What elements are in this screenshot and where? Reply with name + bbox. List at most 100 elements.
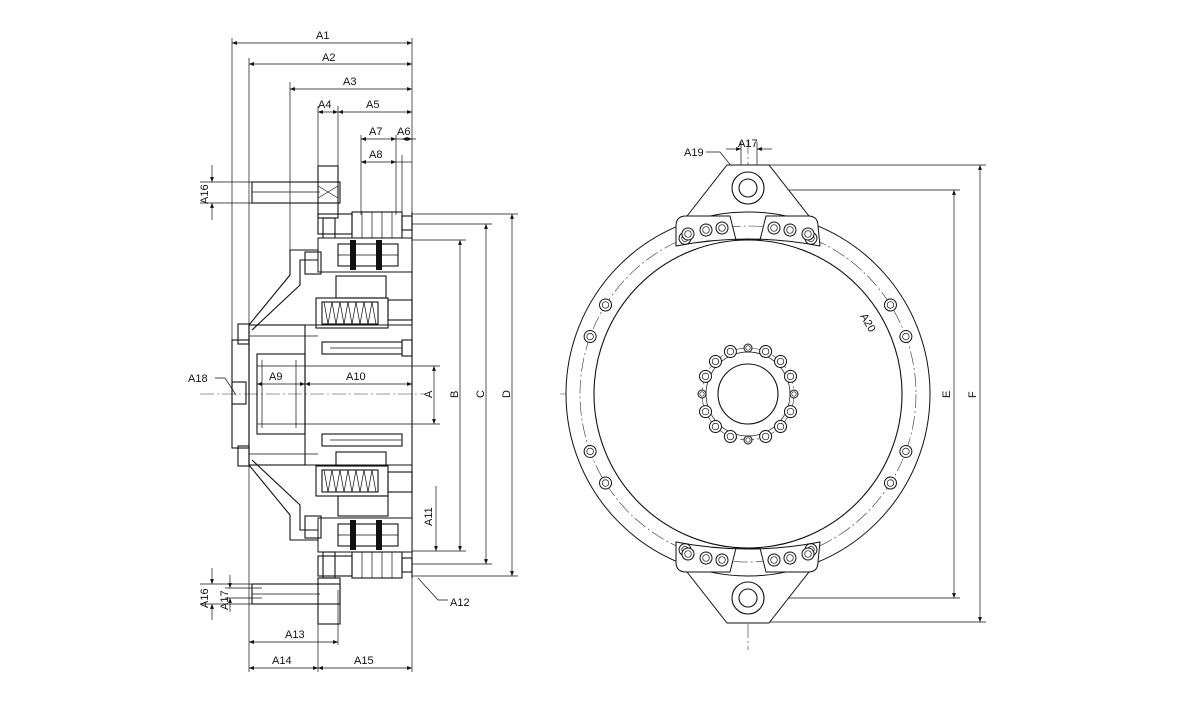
ring-bolt — [599, 476, 613, 490]
label-b: B — [449, 391, 461, 398]
pad-bolt — [715, 221, 729, 235]
ring-bolt-inner — [586, 332, 594, 341]
hub-bolt-inner — [786, 407, 795, 416]
hub-bolt — [743, 435, 753, 445]
label-a14: A14 — [272, 655, 292, 667]
side-labels: A1 A2 A3 A4 A5 A7 A6 A8 A9 A10 A18 A12 A… — [188, 30, 513, 667]
hub-bolt-inner — [745, 437, 751, 443]
hub-bolt — [759, 345, 773, 359]
label-a16-top: A16 — [199, 184, 211, 204]
pad-bolt — [681, 547, 695, 561]
ring-bolt-inner — [601, 301, 610, 309]
hub-bolt-inner — [745, 345, 751, 351]
hub-bolt — [723, 345, 737, 359]
label-a3: A3 — [343, 76, 356, 88]
front-lugs — [678, 164, 818, 624]
label-a12: A12 — [450, 597, 470, 609]
label-a17: A17 — [738, 138, 758, 150]
label-a13: A13 — [285, 629, 305, 641]
ring-bolt — [583, 330, 597, 344]
hub-bolt-inner — [726, 347, 735, 356]
pad-bolt — [767, 553, 781, 567]
label-a11: A11 — [423, 507, 435, 526]
hub-bolt — [723, 429, 737, 443]
ring-bolt-inner — [886, 479, 895, 487]
label-e: E — [941, 391, 953, 398]
pad-bolt-inner — [770, 556, 778, 564]
hub-bolt-inner — [699, 391, 705, 397]
label-a19: A19 — [684, 147, 704, 159]
ring-bolt-inner — [886, 301, 895, 309]
hub-bolt-inner — [701, 372, 710, 381]
label-f: F — [967, 391, 979, 398]
pad-bolt — [681, 227, 695, 241]
label-a: A — [423, 390, 435, 398]
label-c: C — [475, 390, 487, 398]
side-bottom-assembly — [251, 433, 413, 625]
bolt-circle — [579, 225, 917, 563]
ring-bolt — [583, 444, 597, 458]
pad-bolt-inner — [702, 226, 710, 234]
ring-bolt — [883, 298, 897, 312]
front-bolts — [583, 221, 913, 567]
pad-bolt — [801, 227, 815, 241]
hub-bolt — [759, 429, 773, 443]
pad-bolt-inner — [718, 556, 726, 564]
hub-bolt — [697, 389, 707, 399]
ring-bolt-inner — [902, 447, 910, 456]
ring-bolt — [899, 330, 913, 344]
hub-bolt — [708, 354, 722, 368]
label-a8: A8 — [369, 149, 382, 161]
label-a6: A6 — [397, 126, 410, 138]
pad-bolt — [699, 223, 713, 237]
pad-bolt-inner — [718, 224, 726, 232]
label-a10: A10 — [346, 371, 366, 383]
outer-ring — [565, 211, 931, 577]
hub-bolt — [743, 343, 753, 353]
label-a7: A7 — [369, 126, 382, 138]
hub-bolt — [699, 369, 713, 383]
hub-bolt-inner — [776, 422, 785, 431]
label-a17-side: A17 — [219, 590, 231, 610]
hub-bolt-inner — [761, 432, 770, 441]
pad-bolt-inner — [684, 230, 692, 238]
hub-bolt-inner — [701, 407, 710, 416]
hub-bolt — [774, 420, 788, 434]
ring-bolt — [899, 444, 913, 458]
pad-bolt-inner — [702, 554, 710, 562]
label-a4: A4 — [318, 99, 331, 111]
hub-bolt — [774, 354, 788, 368]
front-view: A17 A19 A20 E F — [560, 138, 986, 650]
hub-bolt — [789, 389, 799, 399]
pad-bolt — [783, 551, 797, 565]
hub-bolt-inner — [726, 432, 735, 441]
pad-bolt — [801, 547, 815, 561]
label-a5: A5 — [366, 99, 379, 111]
label-a15: A15 — [354, 655, 374, 667]
hub-bolt-inner — [776, 357, 785, 366]
ring-bolt — [883, 476, 897, 490]
label-a16-bottom: A16 — [199, 588, 211, 608]
label-a2: A2 — [322, 52, 335, 64]
ring-bolt-inner — [902, 332, 910, 341]
hub-bolt-inner — [791, 391, 797, 397]
hub-bolt-inner — [711, 357, 720, 366]
hub-bolt-inner — [786, 372, 795, 381]
label-d: D — [501, 390, 513, 398]
ring-bolt-inner — [601, 479, 610, 487]
hub-bolt-inner — [711, 422, 720, 431]
label-a1: A1 — [316, 30, 329, 42]
hub-bolt — [699, 405, 713, 419]
hub-bolt-inner — [761, 347, 770, 356]
side-dimension-lines — [210, 41, 514, 670]
side-top-assembly — [251, 165, 413, 357]
hub-bolt — [708, 420, 722, 434]
label-a9: A9 — [269, 371, 282, 383]
pad-bolt-inner — [804, 230, 812, 238]
hub-bolt — [783, 405, 797, 419]
side-body — [231, 212, 413, 578]
side-extension-lines — [200, 38, 518, 672]
hub-bolt — [783, 369, 797, 383]
pad-bolt-inner — [804, 550, 812, 558]
